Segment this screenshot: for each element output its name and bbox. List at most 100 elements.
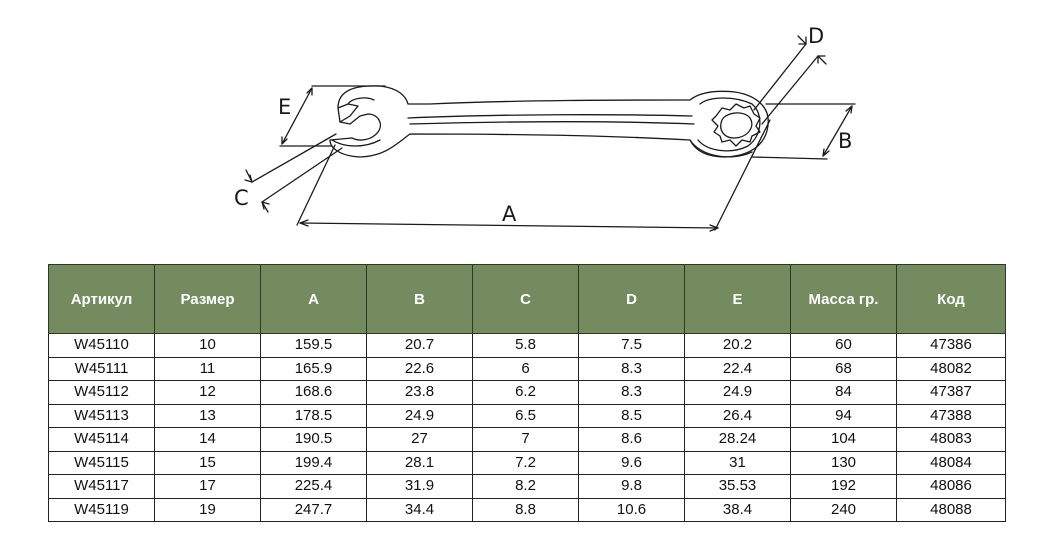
table-cell: 11 (154, 356, 261, 381)
table-cell: 35.53 (684, 474, 791, 499)
label-b: B (838, 129, 852, 153)
column-header: D (578, 264, 685, 334)
table-cell: 27 (366, 427, 473, 452)
table-cell: 24.9 (684, 380, 791, 405)
table-cell: 159.5 (260, 333, 367, 358)
table-cell: 8.3 (578, 380, 685, 405)
table-cell: 84 (790, 380, 897, 405)
wrench-dimension-diagram: A B C D E (234, 24, 856, 232)
column-header: Артикул (48, 264, 155, 334)
table-cell: 31.9 (366, 474, 473, 499)
table-cell: W45110 (48, 333, 155, 358)
table-cell: 48086 (896, 474, 1006, 499)
table-cell: 34.4 (366, 497, 473, 522)
dimension-e (279, 85, 386, 147)
table-cell: 94 (790, 403, 897, 428)
table-cell: 130 (790, 450, 897, 475)
table-cell: 13 (154, 403, 261, 428)
table-cell: 24.9 (366, 403, 473, 428)
table-cell: 31 (684, 450, 791, 475)
table-cell: W45113 (48, 403, 155, 428)
table-cell: 26.4 (684, 403, 791, 428)
table-cell: 48082 (896, 356, 1006, 381)
table-cell: 10.6 (578, 497, 685, 522)
table-cell: 68 (790, 356, 897, 381)
table-cell: 22.6 (366, 356, 473, 381)
table-cell: 47388 (896, 403, 1006, 428)
table-cell: 247.7 (260, 497, 367, 522)
label-a: A (502, 202, 517, 226)
label-e: E (278, 95, 291, 119)
table-cell: 6 (472, 356, 579, 381)
table-cell: 17 (154, 474, 261, 499)
table-cell: 7.2 (472, 450, 579, 475)
dimension-b (751, 103, 856, 160)
table-cell: 20.7 (366, 333, 473, 358)
table-cell: 23.8 (366, 380, 473, 405)
column-header: C (472, 264, 579, 334)
table-cell: 60 (790, 333, 897, 358)
table-cell: 22.4 (684, 356, 791, 381)
dimension-c (244, 133, 343, 213)
table-cell: 15 (154, 450, 261, 475)
dimension-a (296, 119, 771, 232)
table-cell: 19 (154, 497, 261, 522)
table-cell: 5.8 (472, 333, 579, 358)
table-cell: 165.9 (260, 356, 367, 381)
table-cell: 7.5 (578, 333, 685, 358)
table-cell: 48088 (896, 497, 1006, 522)
table-cell: 178.5 (260, 403, 367, 428)
column-header: Код (896, 264, 1006, 334)
table-cell: 240 (790, 497, 897, 522)
column-header: B (366, 264, 473, 334)
table-cell: 38.4 (684, 497, 791, 522)
table-cell: 48084 (896, 450, 1006, 475)
table-cell: 8.5 (578, 403, 685, 428)
column-header: Размер (154, 264, 261, 334)
label-d: D (808, 24, 824, 48)
table-cell: 8.3 (578, 356, 685, 381)
wrench-drawing (329, 85, 769, 158)
table-cell: 47386 (896, 333, 1006, 358)
table-cell: 168.6 (260, 380, 367, 405)
table-cell: 48083 (896, 427, 1006, 452)
label-c: C (234, 186, 249, 210)
table-cell: 20.2 (684, 333, 791, 358)
dimension-d (753, 35, 827, 125)
table-cell: 6.5 (472, 403, 579, 428)
table-cell: W45114 (48, 427, 155, 452)
table-cell: 12 (154, 380, 261, 405)
table-cell: 8.6 (578, 427, 685, 452)
table-cell: 47387 (896, 380, 1006, 405)
table-cell: W45115 (48, 450, 155, 475)
table-cell: 10 (154, 333, 261, 358)
column-header: A (260, 264, 367, 334)
table-cell: 8.2 (472, 474, 579, 499)
table-cell: 9.8 (578, 474, 685, 499)
table-cell: 225.4 (260, 474, 367, 499)
table-cell: 199.4 (260, 450, 367, 475)
table-cell: 6.2 (472, 380, 579, 405)
table-cell: 8.8 (472, 497, 579, 522)
column-header: E (684, 264, 791, 334)
table-cell: 28.1 (366, 450, 473, 475)
table-cell: 14 (154, 427, 261, 452)
table-cell: 9.6 (578, 450, 685, 475)
table-cell: 104 (790, 427, 897, 452)
column-header: Масса гр. (790, 264, 897, 334)
table-cell: 192 (790, 474, 897, 499)
table-cell: 7 (472, 427, 579, 452)
table-cell: W45119 (48, 497, 155, 522)
table-cell: 190.5 (260, 427, 367, 452)
table-cell: W45112 (48, 380, 155, 405)
